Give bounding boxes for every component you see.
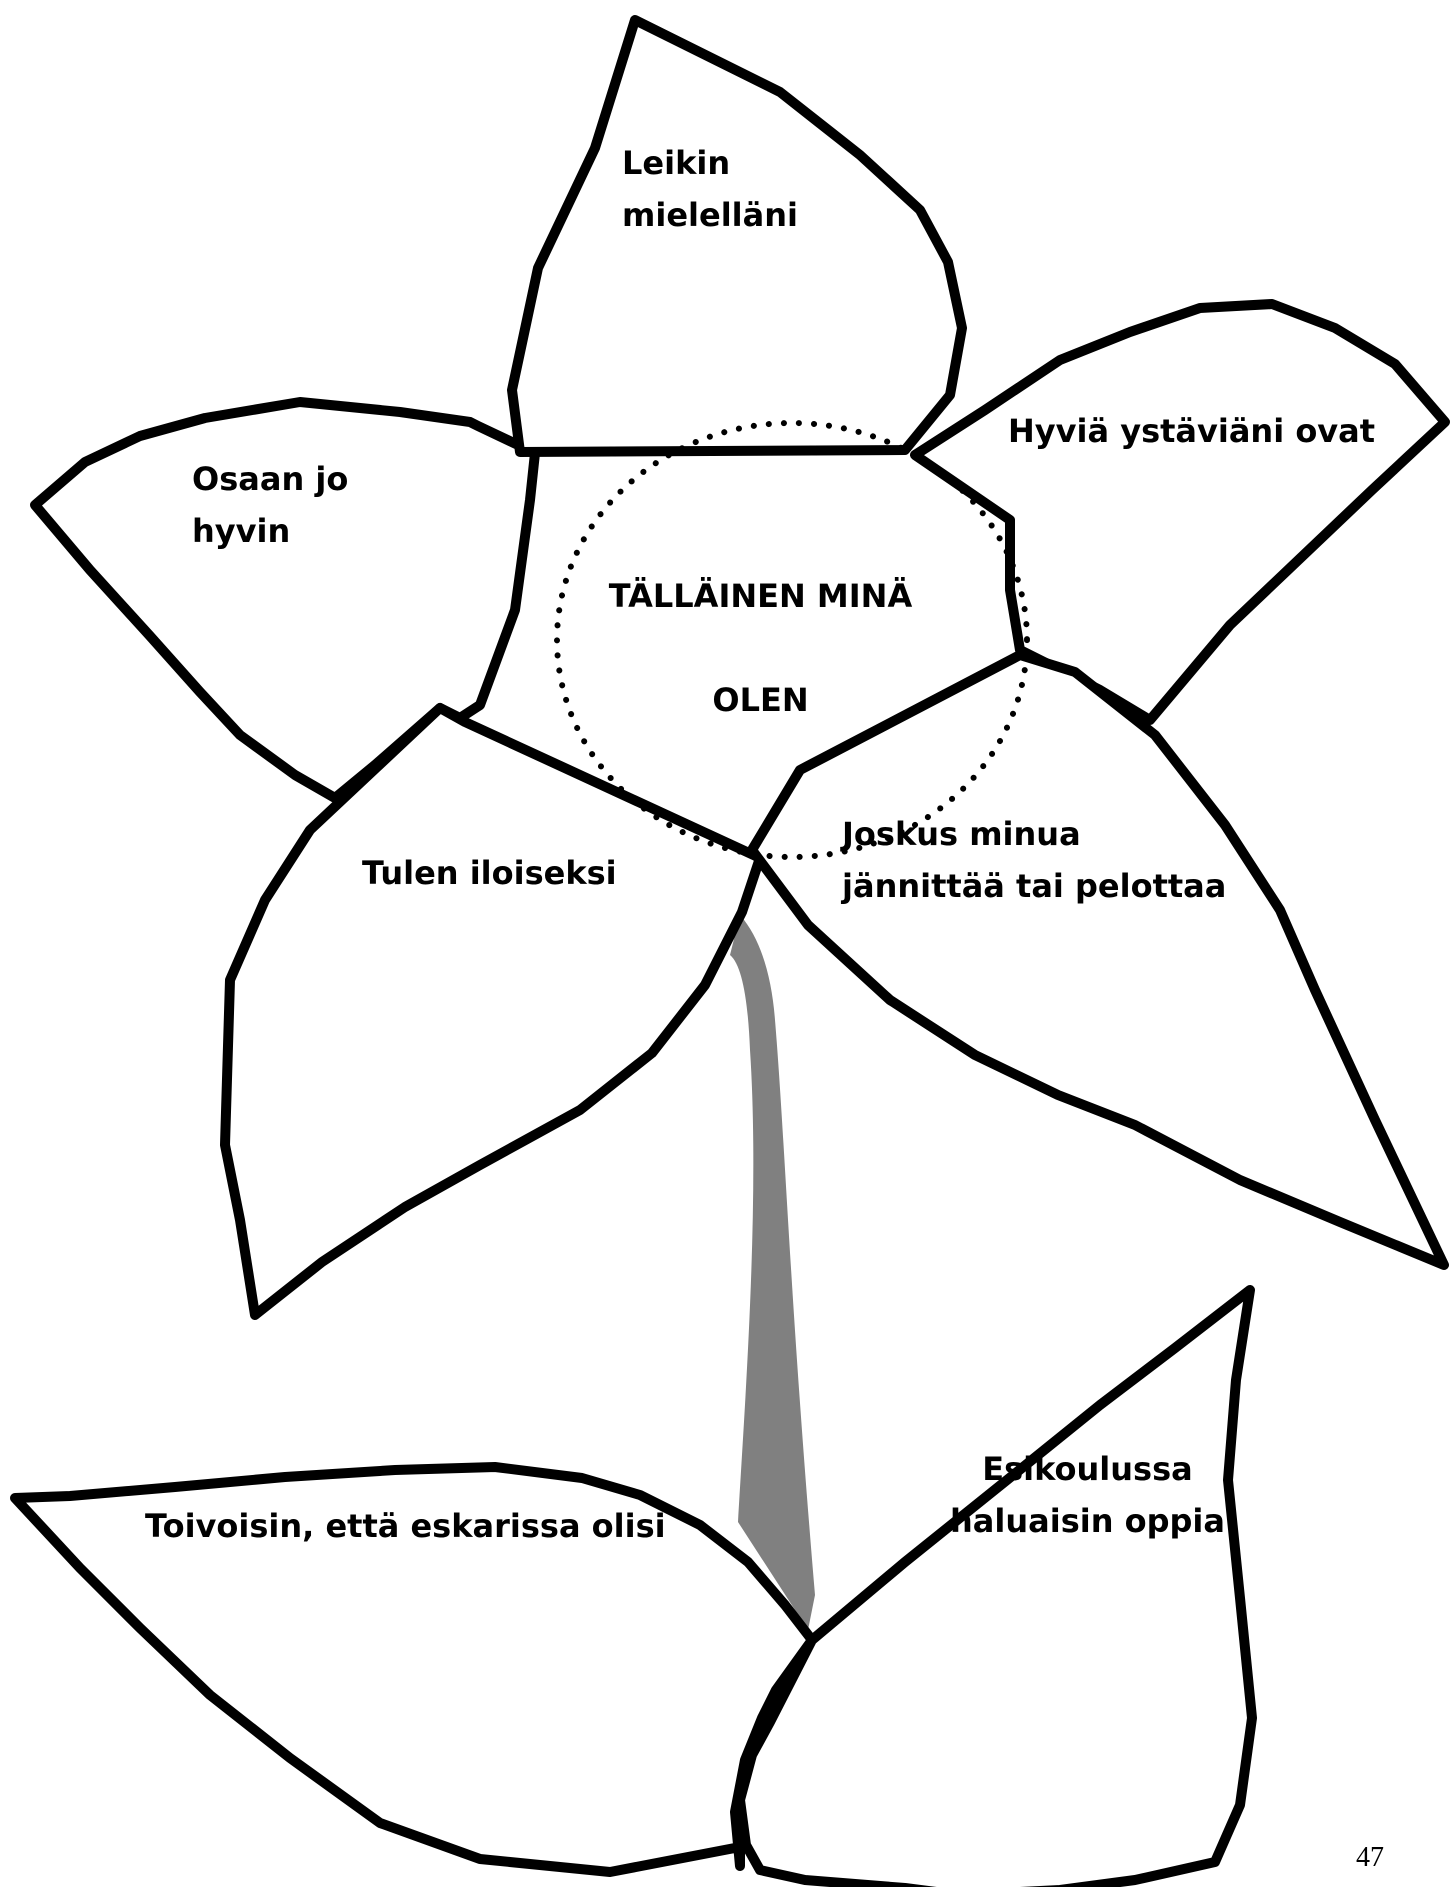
- petal-upper-left: [30, 397, 540, 803]
- petal-upper-left-label: Osaan jo hyvin: [192, 460, 349, 550]
- petal-top-label: Leikin mielelläni: [622, 144, 798, 234]
- petal-upper-right: [910, 299, 1450, 725]
- petal-lower-left: [220, 703, 765, 1320]
- leaf-left: [10, 1462, 817, 1877]
- petal-top: [507, 15, 967, 457]
- petal-upper-right-label: Hyviä ystäviäni ovat: [1008, 412, 1376, 450]
- petal-lower-right-label: Joskus minua jännittää tai pelottaa: [842, 815, 1227, 905]
- leaf-right-label: Esikoulussa haluaisin oppia: [950, 1450, 1225, 1540]
- leaf-right: [735, 1285, 1257, 1887]
- page-number: 47: [1356, 1842, 1384, 1873]
- flower-center-dotted-circle: [554, 420, 1030, 860]
- center-title-line1: TÄLLÄINEN MINÄ: [608, 577, 913, 615]
- petal-lower-left-label: Tulen iloiseksi: [362, 854, 617, 892]
- leaf-left-label: Toivoisin, että eskarissa olisi: [145, 1507, 666, 1545]
- center-title: TÄLLÄINEN MINÄ OLEN: [0, 518, 1451, 778]
- petal-lower-right: [747, 650, 1449, 1270]
- center-title-line2: OLEN: [712, 681, 809, 719]
- flower-stem: [730, 915, 815, 1630]
